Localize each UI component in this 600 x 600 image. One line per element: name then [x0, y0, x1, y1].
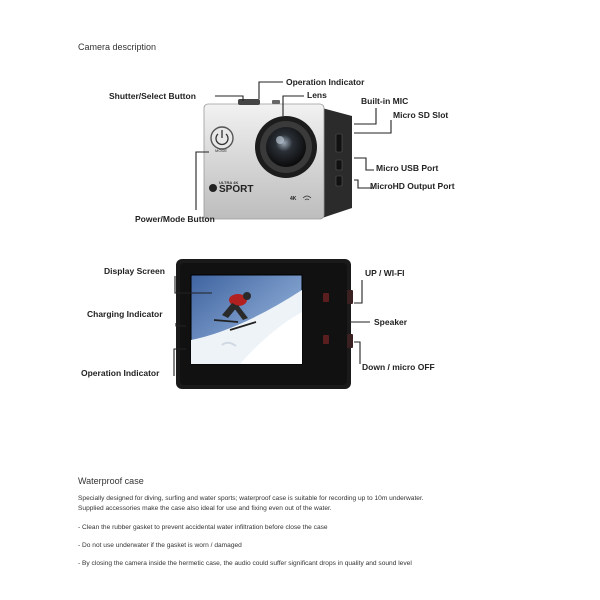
- mode-text: MODE: [215, 148, 227, 153]
- hd-port-icon: [335, 175, 343, 187]
- back-leader-lines: [173, 276, 370, 376]
- ultra-text: ULTRA 4K: [219, 180, 239, 185]
- skier-helmet: [243, 292, 251, 300]
- label-lens: Lens: [307, 90, 327, 100]
- skier-jacket: [229, 294, 247, 306]
- label-microhd-output-port: MicroHD Output Port: [370, 181, 455, 191]
- brand-logo-icon: [209, 184, 217, 192]
- waterproof-bullet-1: - Clean the rubber gasket to prevent acc…: [78, 524, 328, 531]
- label-operation-indicator-back: Operation Indicator: [81, 368, 160, 378]
- brand-text: SPORT: [219, 184, 254, 195]
- shutter-button-top: [238, 99, 260, 105]
- res-text: 4K: [290, 196, 297, 202]
- label-built-in-mic: Built-in MIC: [361, 96, 409, 106]
- label-micro-sd-slot: Micro SD Slot: [393, 110, 449, 120]
- operation-led-icon: [323, 335, 329, 344]
- down-button-icon: [347, 334, 353, 348]
- waterproof-intro-line2: Supplied accessories make the case also …: [78, 505, 332, 512]
- section-title-camera: Camera description: [78, 42, 157, 52]
- label-power-mode-button: Power/Mode Button: [135, 214, 215, 224]
- label-down-off: Down / micro OFF: [362, 362, 435, 372]
- up-button-icon: [347, 290, 353, 304]
- usb-port-icon: [335, 159, 343, 171]
- power-symbol-icon: [215, 133, 229, 146]
- front-camera: [203, 99, 352, 220]
- label-operation-indicator-front: Operation Indicator: [286, 77, 365, 87]
- waterproof-bullet-3: - By closing the camera inside the herme…: [78, 560, 412, 567]
- back-camera: [176, 259, 353, 389]
- lens-glass-icon: [266, 127, 306, 167]
- sd-slot-icon: [335, 133, 343, 153]
- label-display-screen: Display Screen: [104, 266, 165, 276]
- wifi-icon: [302, 195, 312, 199]
- charging-led-icon: [323, 293, 329, 302]
- waterproof-bullet-2: - Do not use underwater if the gasket is…: [78, 542, 242, 549]
- label-charging-indicator: Charging Indicator: [87, 309, 163, 319]
- waterproof-intro-line1: Specially designed for diving, surfing a…: [78, 495, 424, 502]
- front-leader-lines: [195, 81, 392, 210]
- ski-left: [213, 319, 239, 323]
- ski-right: [229, 321, 257, 331]
- label-shutter-button: Shutter/Select Button: [109, 91, 196, 101]
- section-title-waterproof: Waterproof case: [78, 476, 144, 486]
- label-speaker: Speaker: [374, 317, 408, 327]
- label-micro-usb-port: Micro USB Port: [376, 163, 439, 173]
- label-up-wifi: UP / WI-FI: [365, 268, 405, 278]
